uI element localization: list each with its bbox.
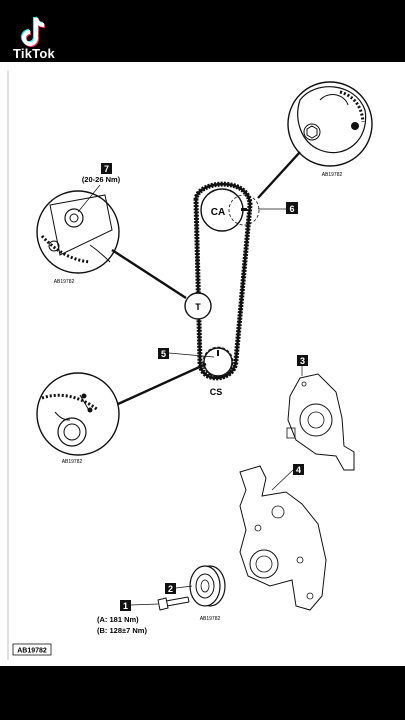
diagram-panel: CA T CS AB19782 [0, 62, 405, 666]
tensioner-label: T [195, 302, 201, 312]
figure-reference: AB19782 [12, 643, 52, 656]
svg-text:(B: 128±7 Nm): (B: 128±7 Nm) [97, 626, 147, 635]
crankshaft-pulley: CS [202, 346, 234, 397]
svg-text:7: 7 [104, 164, 109, 174]
callout-6: 6 [258, 202, 298, 214]
timing-belt-diagram: CA T CS AB19782 [7, 70, 373, 660]
svg-text:AB19782: AB19782 [17, 648, 47, 655]
camshaft-pulley: CA [200, 188, 244, 232]
callout-2: 2 [165, 583, 193, 594]
tiktok-logo-icon [21, 16, 46, 47]
callout-3: 3 [297, 355, 308, 376]
top-bar: TikTok [0, 0, 405, 62]
bottom-bar [0, 666, 405, 720]
svg-text:(A: 181 Nm): (A: 181 Nm) [97, 615, 139, 624]
camshaft-detail-view: AB19782 [287, 81, 373, 178]
svg-text:3: 3 [300, 356, 305, 366]
small-ref-4: AB19782 [200, 616, 221, 622]
svg-text:6: 6 [289, 204, 294, 214]
crankshaft-label: CS [210, 387, 223, 397]
callout-7: 7 (20-26 Nm) [77, 163, 121, 213]
camshaft-label: CA [211, 207, 225, 218]
svg-text:2: 2 [168, 584, 173, 594]
callout-1: 1 (A: 181 Nm) (B: 128±7 Nm) [97, 600, 159, 635]
callout-4: 4 [271, 464, 304, 491]
rear-timing-cover-part [286, 373, 355, 471]
tiktok-brand-text: TikTok [13, 46, 55, 61]
callout-5: 5 [158, 348, 215, 359]
tensioner-detail-view: AB19782 [36, 190, 120, 285]
timing-belt [193, 181, 253, 381]
svg-text:4: 4 [296, 465, 301, 475]
front-timing-cover-part [239, 465, 327, 611]
pulley-bolt-part [157, 596, 190, 611]
small-ref-3: AB19782 [62, 459, 83, 465]
svg-text:5: 5 [161, 349, 166, 359]
crank-pulley-part: AB19782 [189, 565, 226, 622]
crankshaft-detail-view: AB19782 [36, 372, 120, 465]
svg-text:(20-26 Nm): (20-26 Nm) [82, 175, 121, 184]
tensioner-pulley: T [184, 292, 212, 320]
small-ref-1: AB19782 [322, 172, 343, 178]
svg-text:1: 1 [123, 601, 128, 611]
small-ref-2: AB19782 [54, 279, 75, 285]
